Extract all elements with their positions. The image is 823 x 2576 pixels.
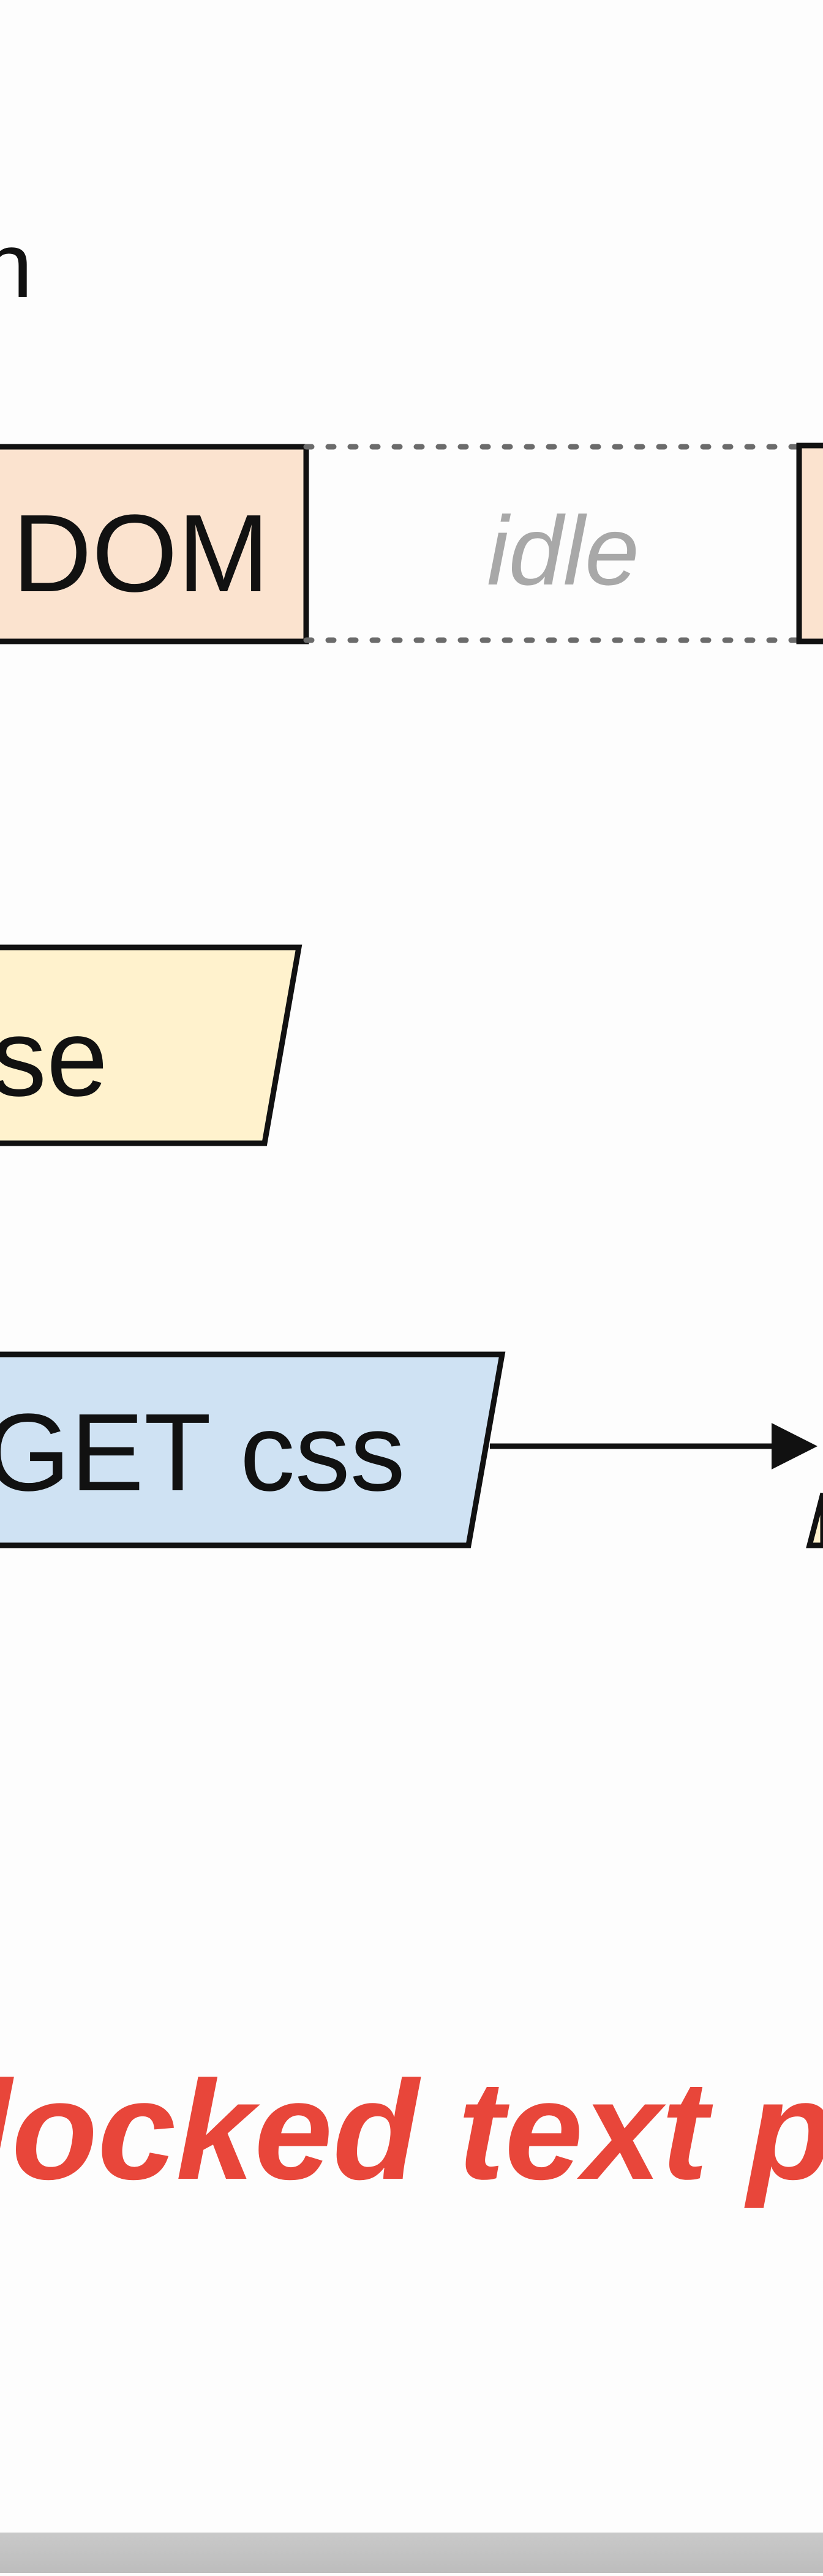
request-arrowhead [772,1423,817,1469]
dom-step-label: DOM [12,492,269,615]
parse-step-label: se [0,996,108,1119]
get-css-request-shape [0,1351,506,1548]
bottom-scroll-band [0,2533,823,2573]
cropped-heading-glyph: n [0,214,32,316]
dom-step-box [0,444,309,644]
parse-step-shape [0,944,303,1146]
next-step-box [796,442,823,644]
get-css-request-label: GET css [0,1391,405,1514]
blocked-text-painting-caption: locked text painting [0,2051,823,2209]
next-step-shape-edge [806,1492,823,1548]
idle-label: idle [487,496,639,605]
